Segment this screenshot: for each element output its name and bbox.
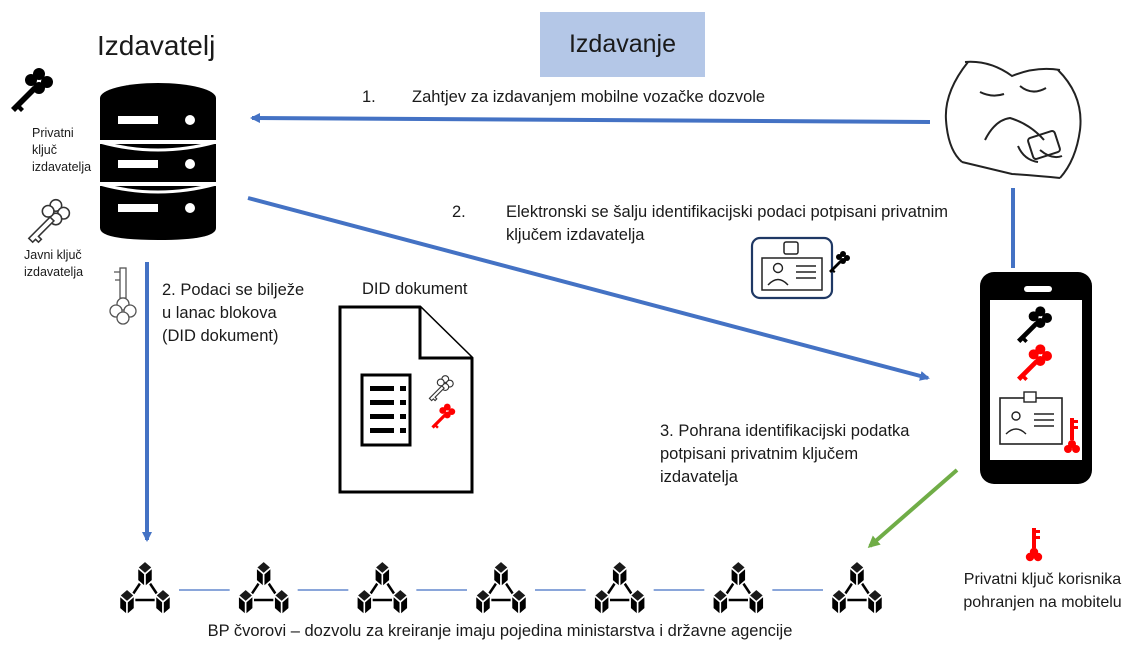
user-private-key-icon <box>1025 528 1043 562</box>
issuer-private-key-label: Privatni ključ izdavatelja <box>32 126 92 174</box>
person-with-phone-icon <box>944 60 1082 179</box>
blockchain-node-icon <box>704 556 773 624</box>
user-key-label: Privatni ključ korisnika pohranjen na mo… <box>963 571 1122 611</box>
step2-text: Elektronski se šalju identifikacijski po… <box>506 203 949 244</box>
blockchain-node-icon <box>585 556 654 624</box>
arrow-send-credential <box>247 196 930 381</box>
public-key-vertical-icon <box>109 267 137 325</box>
blockchain-node-icon <box>229 556 298 624</box>
mobile-phone-icon <box>980 272 1092 484</box>
document-icon <box>338 305 474 494</box>
blockchain-node-icon <box>823 556 891 624</box>
did-document-label: DID dokument <box>362 280 468 298</box>
private-key-icon <box>11 68 53 112</box>
blockchain-caption: BP čvorovi – dozvolu za kreiranje imaju … <box>207 622 793 640</box>
diagram-title: Izdavanje <box>540 12 705 77</box>
issuer-public-key-label: Javni ključ izdavatelja <box>24 248 84 279</box>
database-icon <box>99 83 217 240</box>
step1-number: 1. <box>362 88 376 106</box>
issuer-label: Izdavatelj <box>97 30 216 61</box>
step1-text: Zahtjev za izdavanjem mobilne vozačke do… <box>412 88 766 106</box>
step3-text: 3. Pohrana identifikacijski podatka potp… <box>660 422 910 486</box>
arrows <box>142 113 1015 548</box>
arrow-request <box>250 113 931 124</box>
blockchain-node-icon <box>111 556 179 624</box>
blockchain-node-icon <box>348 556 417 624</box>
step2b-text: 2. Podaci se bilježe u lanac blokova (DI… <box>162 281 305 345</box>
blockchain-node-icon <box>467 556 535 624</box>
blockchain <box>111 556 891 624</box>
step2-number: 2. <box>452 203 466 221</box>
id-card-icon <box>750 236 850 300</box>
public-key-icon <box>28 198 71 243</box>
arrow-store <box>867 468 959 548</box>
